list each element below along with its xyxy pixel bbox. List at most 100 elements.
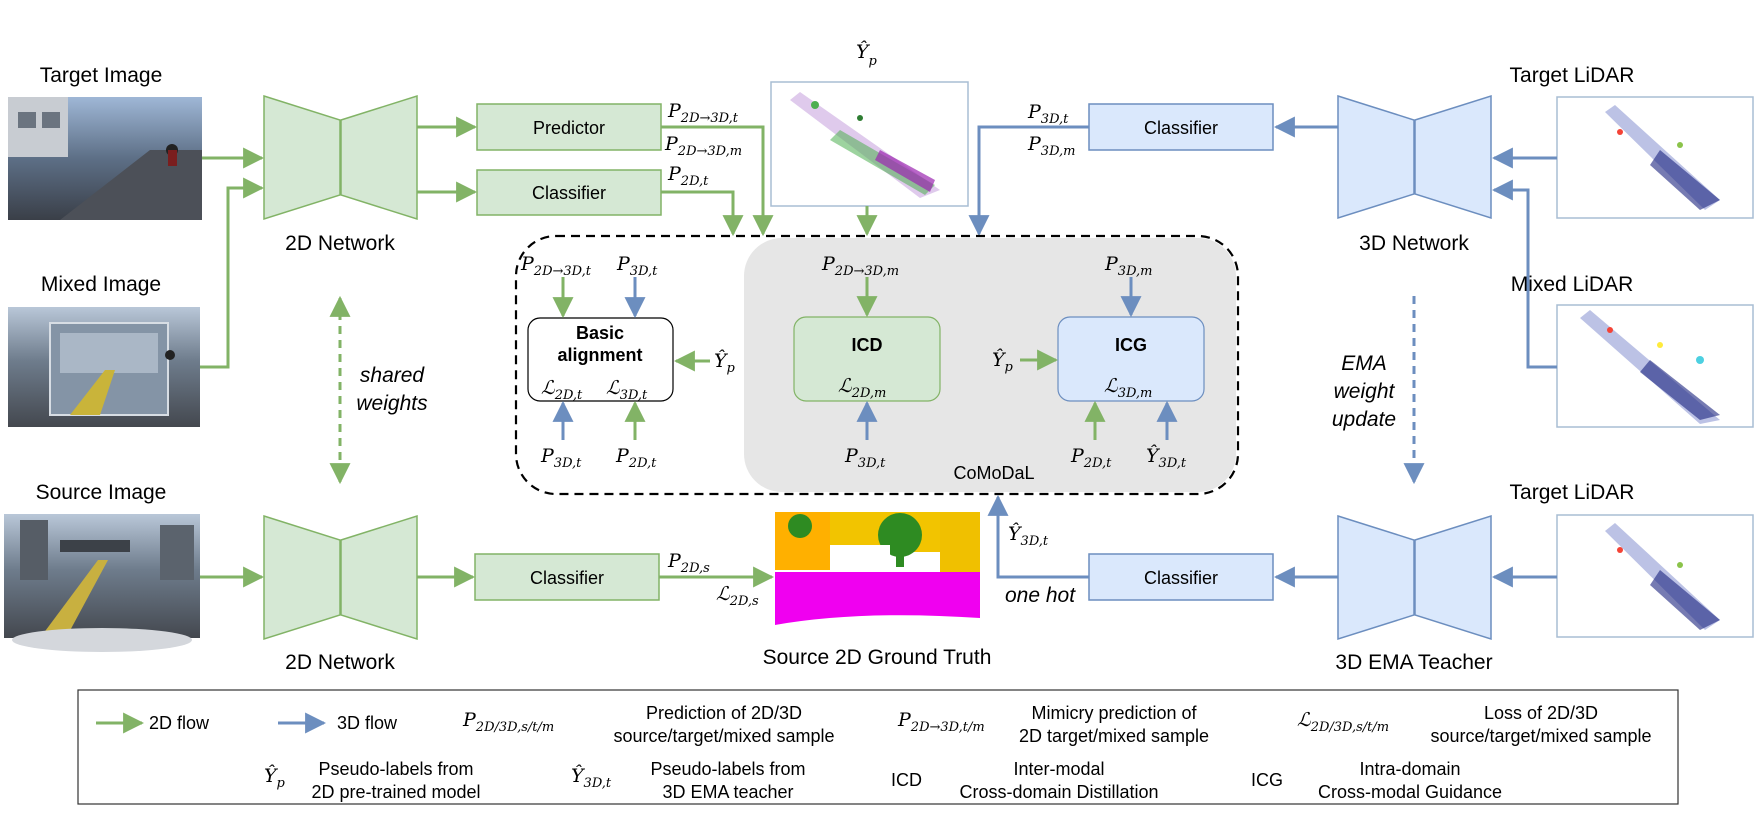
p-3d-m-icg: P3D,m — [1104, 253, 1153, 279]
net3d-teacher-label: 3D EMA Teacher — [1335, 651, 1492, 674]
legend-icg-desc-1: Intra-domain — [1359, 759, 1460, 779]
p-3d-t-basic-top: P3D,t — [616, 253, 658, 279]
p-2d-t-label: P2D,t — [667, 163, 709, 189]
legend-3d-flow-label: 3D flow — [337, 713, 398, 733]
legend-2d-flow-label: 2D flow — [149, 713, 210, 733]
one-hot-label: one hot — [1005, 584, 1076, 607]
net3d-shape — [1337, 94, 1492, 220]
legend-icd-abbr: ICD — [891, 770, 922, 790]
pseudo-label-scan-thumbnail — [770, 81, 969, 207]
p-3d-t-top-label: P3D,t — [1027, 101, 1069, 127]
legend-mimic-desc-2: 2D target/mixed sample — [1019, 726, 1209, 746]
comodal-outer-box — [514, 234, 1240, 496]
net2d-bottom-shape — [263, 514, 418, 641]
p-3d-t-basic-bottom: P3D,t — [540, 445, 582, 471]
legend-pseudo2d-desc-2: 2D pre-trained model — [311, 782, 480, 802]
loss-2d-t-basic: ℒ2D,t — [541, 377, 583, 403]
target-lidar-bottom-thumbnail — [1556, 514, 1754, 638]
legend-yhatp-symbol: Ŷp — [264, 764, 286, 791]
mixed-image-thumbnail — [8, 307, 200, 427]
p-3d-m-top-label: P3D,m — [1027, 133, 1076, 159]
source-ground-truth-thumbnail — [775, 512, 980, 625]
p-2d-t-icg: P2D,t — [1070, 445, 1112, 471]
shared-weights-label-2: weights — [356, 392, 428, 415]
legend-pred-symbol: P2D/3D,s/t/m — [462, 709, 554, 735]
source-image-thumbnail — [4, 514, 200, 652]
legend-box — [77, 689, 1679, 805]
arrow-predictor-to-comodal — [661, 125, 774, 237]
classifier-2d-box — [476, 169, 662, 216]
y-hat-p-basic: Ŷp — [714, 349, 736, 376]
mixed-image-label: Mixed Image — [41, 273, 161, 296]
y-hat-3d-t-label: Ŷ3D,t — [1008, 522, 1049, 549]
legend-icd-desc-2: Cross-domain Distillation — [959, 782, 1158, 802]
legend-pseudo2d-desc-1: Pseudo-labels from — [318, 759, 473, 779]
y-hat-p-top-label: Ŷp — [856, 40, 878, 69]
legend-icd-desc-1: Inter-modal — [1013, 759, 1104, 779]
target-image-label: Target Image — [40, 64, 163, 87]
icd-label: ICD — [852, 335, 883, 355]
predictor-label: Predictor — [533, 118, 605, 138]
p-2d-to-3d-t-basic: P2D→3D,t — [520, 253, 592, 279]
classifier-2d-label: Classifier — [532, 183, 606, 203]
legend-icg-abbr: ICG — [1251, 770, 1283, 790]
arrow-teacher-classifier-to-comodal — [987, 494, 1089, 579]
loss-3d-m-icg: ℒ3D,m — [1104, 375, 1152, 401]
classifier-source-box — [474, 553, 660, 601]
classifier-teacher-box — [1088, 553, 1274, 601]
arrow-mixed-image-to-net2d — [200, 177, 265, 369]
shared-weights-label-1: shared — [360, 364, 426, 387]
p-2d-t-basic-bottom: P2D,t — [615, 445, 657, 471]
p-3d-t-icd: P3D,t — [844, 445, 886, 471]
arrow-classifier2d-to-comodal — [661, 190, 744, 237]
arrow-mixed-lidar-to-net3d — [1491, 179, 1557, 369]
net2d-bottom-label: 2D Network — [285, 651, 395, 674]
p-2d-s-label: P2D,s — [667, 550, 710, 576]
ema-label-3: update — [1332, 408, 1396, 431]
basic-alignment-box — [527, 317, 674, 402]
target-lidar-top-thumbnail — [1556, 96, 1754, 219]
loss-2d-s-label: ℒ2D,s — [716, 583, 759, 609]
legend-loss-desc-2: source/target/mixed sample — [1430, 726, 1651, 746]
legend-loss-desc-1: Loss of 2D/3D — [1484, 703, 1598, 723]
legend-mimic-desc-1: Mimicry prediction of — [1031, 703, 1197, 723]
net3d-teacher-shape — [1337, 514, 1492, 641]
loss-2d-m-icd: ℒ2D,m — [838, 375, 886, 401]
ema-label-2: weight — [1334, 380, 1396, 403]
source-gt-label: Source 2D Ground Truth — [763, 646, 992, 669]
y-hat-3d-t-icg: Ŷ3D,t — [1146, 444, 1187, 471]
target-image-thumbnail — [8, 97, 202, 220]
p-2d-to-3d-m-label: P2D→3D,m — [664, 133, 742, 159]
classifier-source-label: Classifier — [530, 568, 604, 588]
predictor-box — [476, 103, 662, 151]
classifier-3d-box — [1088, 103, 1274, 151]
mixed-lidar-thumbnail — [1556, 304, 1754, 428]
net3d-label: 3D Network — [1359, 232, 1469, 255]
net2d-top-label: 2D Network — [285, 232, 395, 255]
legend-pseudo3d-desc-1: Pseudo-labels from — [650, 759, 805, 779]
target-lidar-bottom-label: Target LiDAR — [1510, 481, 1635, 504]
basic-alignment-title-2: alignment — [557, 345, 642, 365]
source-image-label: Source Image — [36, 481, 167, 504]
p-2d-to-3d-t-label: P2D→3D,t — [667, 100, 739, 126]
target-lidar-top-label: Target LiDAR — [1510, 64, 1635, 87]
legend-yhat3dt-symbol: Ŷ3D,t — [571, 764, 612, 791]
classifier-teacher-label: Classifier — [1144, 568, 1218, 588]
legend-pred-desc-1: Prediction of 2D/3D — [646, 703, 802, 723]
comodal-label: CoMoDaL — [953, 463, 1034, 483]
legend-icg-desc-2: Cross-modal Guidance — [1318, 782, 1502, 802]
ema-label-1: EMA — [1341, 352, 1387, 375]
loss-3d-t-basic: ℒ3D,t — [606, 377, 648, 403]
legend-loss-symbol: ℒ2D/3D,s/t/m — [1297, 709, 1389, 735]
icg-label: ICG — [1115, 335, 1147, 355]
legend-pseudo3d-desc-2: 3D EMA teacher — [662, 782, 793, 802]
net2d-top-shape — [263, 94, 418, 221]
y-hat-p-icg: Ŷp — [992, 348, 1014, 375]
legend-pred-desc-2: source/target/mixed sample — [613, 726, 834, 746]
mixed-lidar-label: Mixed LiDAR — [1511, 273, 1634, 296]
legend-mimic-symbol: P2D→3D,t/m — [897, 709, 985, 735]
classifier-3d-label: Classifier — [1144, 118, 1218, 138]
basic-alignment-title-1: Basic — [576, 323, 624, 343]
p-2d-to-3d-m-icd: P2D→3D,m — [821, 253, 899, 279]
